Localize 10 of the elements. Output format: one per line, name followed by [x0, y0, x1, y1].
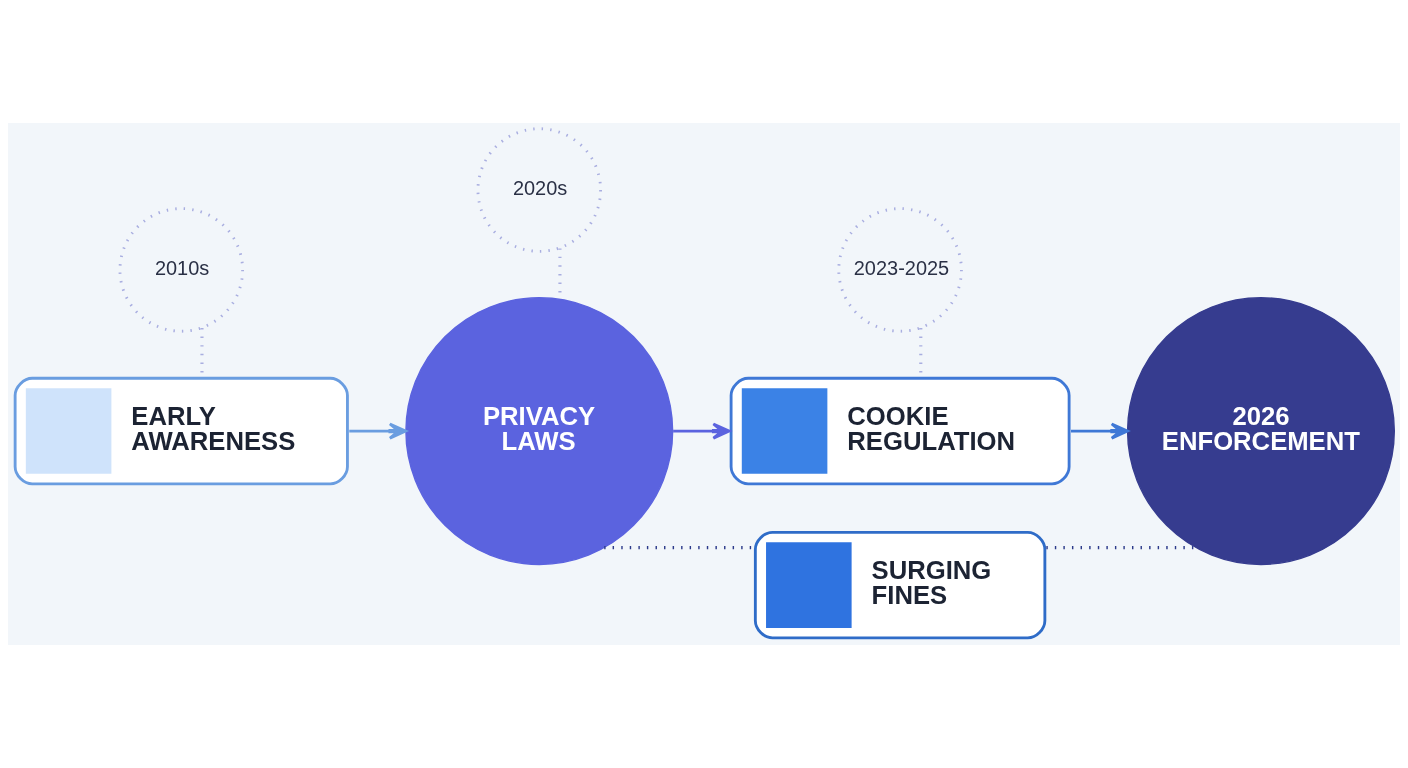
arrow [673, 422, 731, 440]
node-circle: 2020s [476, 127, 603, 253]
arrow [1071, 422, 1129, 440]
node-circle: 2010s [118, 207, 245, 333]
node-circle: PRIVACY LAWS [405, 297, 674, 566]
connector [1046, 546, 1196, 550]
node-circle: 2023-2025 [837, 207, 963, 333]
node-circle: 2026 ENFORCEMENT [1126, 297, 1395, 566]
connector [604, 546, 754, 550]
arrow [349, 422, 407, 440]
